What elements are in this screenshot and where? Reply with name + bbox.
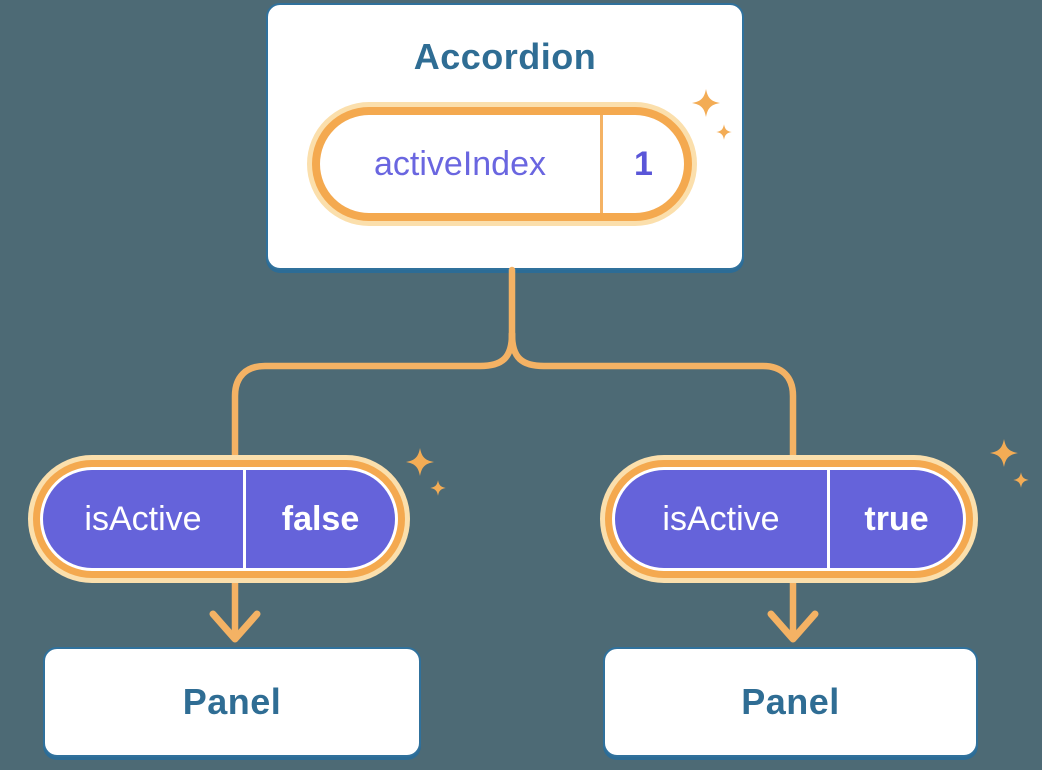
- prop-pill-right-inner-ring: isActive true: [612, 467, 966, 571]
- prop-value: true: [864, 499, 929, 538]
- prop-pill-left-body: isActive false: [43, 470, 395, 568]
- state-pill-divider: [600, 115, 603, 213]
- prop-name: isActive: [84, 499, 202, 538]
- sparkle-icon: [406, 448, 434, 476]
- arrowhead-right-icon: [767, 610, 819, 643]
- sparkle-icon: [1013, 472, 1029, 488]
- accordion-node: Accordion activeIndex 1: [266, 3, 744, 270]
- state-pill-body: activeIndex 1: [320, 115, 684, 213]
- panel-node-title: Panel: [741, 681, 840, 722]
- prop-pill-right-body: isActive true: [615, 470, 963, 568]
- state-pill: activeIndex 1: [307, 102, 697, 226]
- state-pill-ring: activeIndex 1: [312, 107, 692, 221]
- sparkle-icon: [430, 480, 446, 496]
- arrowhead-left-icon: [209, 610, 261, 643]
- prop-pill-right: isActive true: [600, 455, 978, 583]
- panel-node-right: Panel: [603, 647, 978, 757]
- sparkle-icon: [990, 439, 1018, 467]
- panel-node-title: Panel: [182, 681, 282, 722]
- prop-pill-divider: [827, 470, 830, 568]
- prop-pill-left: isActive false: [28, 455, 410, 583]
- prop-pill-left-inner-ring: isActive false: [40, 467, 398, 571]
- panel-node-left: Panel: [43, 647, 421, 757]
- state-value: 1: [634, 144, 653, 183]
- accordion-node-title: Accordion: [413, 36, 597, 77]
- state-name: activeIndex: [374, 144, 546, 183]
- prop-pill-right-ring: isActive true: [605, 460, 973, 578]
- prop-value: false: [281, 499, 360, 538]
- prop-pill-left-ring: isActive false: [33, 460, 405, 578]
- prop-name: isActive: [662, 499, 780, 538]
